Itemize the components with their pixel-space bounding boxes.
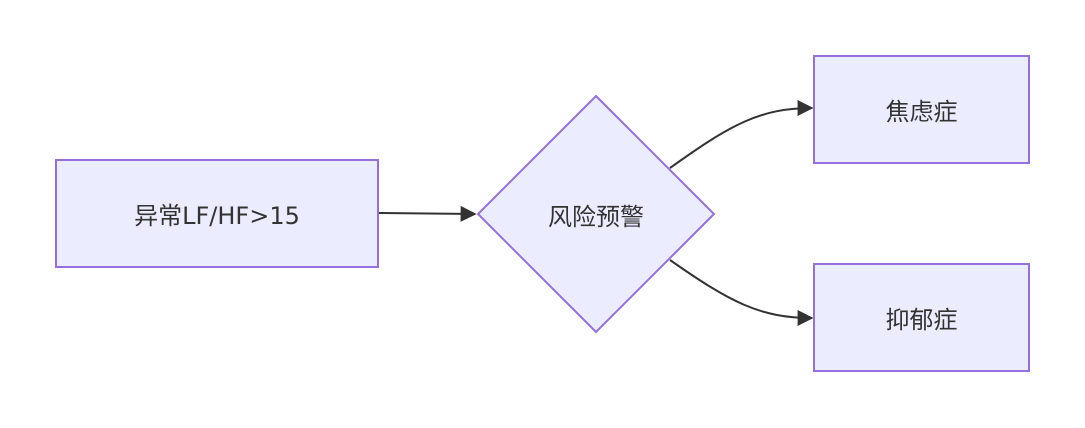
- node-anxiety-label: 焦虑症: [885, 98, 958, 126]
- node-anxiety-box: [813, 55, 1030, 164]
- node-depression-label: 抑郁症: [885, 306, 958, 334]
- node-decision-label: 风险预警: [548, 202, 644, 231]
- edge-decision-to-anxiety: [669, 100, 814, 169]
- node-decision-diamond: [476, 94, 716, 334]
- edge-decision-to-depression: [669, 259, 814, 326]
- node-depression-box: [813, 263, 1030, 372]
- edge-source-to-decision: [378, 205, 477, 222]
- node-source-label: 异常LF/HF>15: [134, 202, 300, 230]
- node-source-box: [55, 159, 379, 268]
